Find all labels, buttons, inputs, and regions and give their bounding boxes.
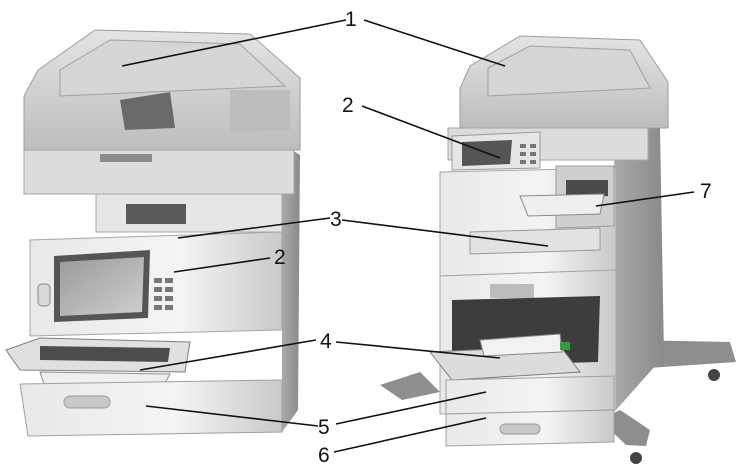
left-printer-scanner-handle bbox=[100, 154, 152, 162]
leader-3-right bbox=[341, 219, 549, 247]
right-printer-finisher-slot bbox=[566, 180, 608, 198]
left-printer-scanner-body bbox=[23, 149, 295, 195]
right-printer bbox=[380, 35, 736, 464]
left-printer-output-bin bbox=[95, 193, 283, 233]
leader-2-right bbox=[361, 105, 501, 159]
left-printer-adf-tray bbox=[59, 39, 287, 97]
left-printer-usb-port bbox=[37, 283, 51, 307]
right-printer-caster bbox=[708, 369, 720, 381]
left-printer-paper-tray bbox=[19, 379, 283, 437]
callout-2-left: 2 bbox=[274, 246, 286, 269]
left-printer-mp-feeder-slot bbox=[40, 346, 170, 362]
left-printer bbox=[5, 29, 301, 437]
right-printer-mp-feeder-tray bbox=[479, 333, 563, 357]
right-printer-tray-handle bbox=[499, 423, 541, 435]
left-printer-output-slot bbox=[126, 204, 186, 224]
left-printer-adf-guide bbox=[120, 92, 175, 130]
right-printer-finisher-bin bbox=[519, 193, 605, 217]
leader-6 bbox=[333, 417, 487, 453]
callout-1: 1 bbox=[345, 8, 357, 31]
leader-1-right bbox=[363, 19, 506, 67]
leader-7 bbox=[595, 191, 695, 207]
callout-5: 5 bbox=[318, 416, 330, 439]
right-printer-keypad bbox=[520, 144, 536, 164]
leader-5-left bbox=[145, 405, 319, 427]
right-printer-side-panel bbox=[614, 120, 664, 410]
leader-2-left bbox=[173, 257, 271, 273]
right-printer-handle bbox=[490, 284, 534, 298]
leader-lines bbox=[121, 19, 695, 453]
leader-3-left bbox=[177, 217, 331, 239]
left-printer-side-panel bbox=[282, 150, 300, 432]
left-printer-output-bin-top bbox=[230, 90, 290, 132]
right-printer-adf-tray bbox=[487, 45, 651, 97]
left-printer-keypad bbox=[154, 278, 173, 310]
right-printer-output-bin bbox=[469, 227, 601, 255]
callout-6: 6 bbox=[318, 444, 330, 467]
right-printer-caster bbox=[630, 452, 642, 464]
left-printer-touchscreen bbox=[60, 257, 144, 316]
callout-2-right: 2 bbox=[342, 94, 354, 117]
leader-4-right bbox=[335, 341, 501, 359]
right-printer-stand-left bbox=[380, 372, 440, 400]
callouts: 1 2 2 3 4 5 6 7 bbox=[274, 8, 712, 467]
leader-5-right bbox=[335, 391, 487, 425]
leader-4-left bbox=[139, 339, 317, 371]
left-printer-tray-handle bbox=[63, 395, 111, 409]
callout-3: 3 bbox=[330, 208, 342, 231]
leader-1-left bbox=[121, 19, 347, 67]
callout-7: 7 bbox=[700, 180, 712, 203]
callout-4: 4 bbox=[320, 330, 332, 353]
right-printer-feeder-tab bbox=[560, 342, 570, 350]
